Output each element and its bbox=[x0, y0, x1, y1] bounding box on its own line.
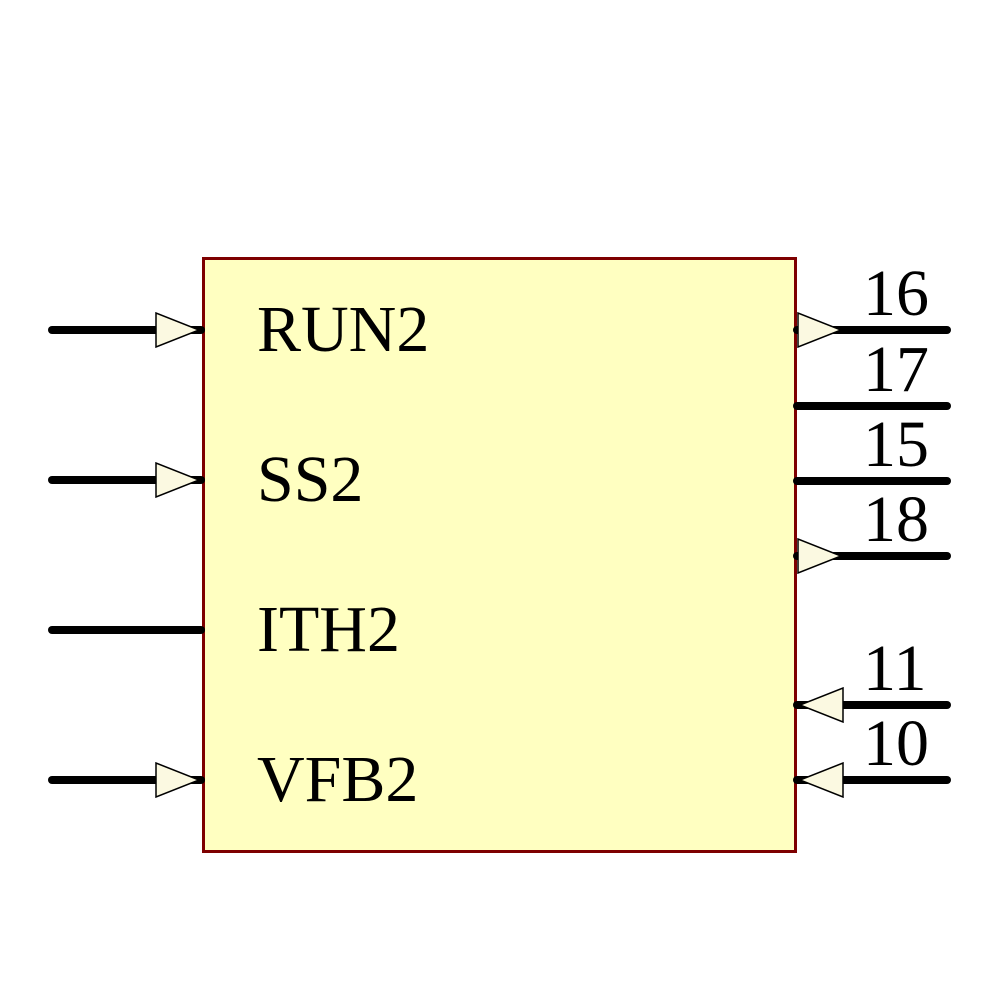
pin-name: SS2 bbox=[257, 443, 364, 516]
pin-name: ITH2 bbox=[257, 593, 400, 666]
symbol-body bbox=[202, 257, 797, 853]
input-arrow-icon bbox=[155, 462, 201, 498]
input-arrow-icon bbox=[798, 687, 844, 723]
pin-line bbox=[48, 776, 205, 784]
pin-line bbox=[48, 476, 205, 484]
output-arrow-icon bbox=[797, 538, 843, 574]
pin-line bbox=[793, 552, 951, 560]
pin-line bbox=[48, 626, 205, 634]
pin-line bbox=[793, 402, 951, 410]
pin-line bbox=[793, 477, 951, 485]
pin-number: 16 bbox=[863, 257, 929, 330]
pin-line bbox=[793, 326, 951, 334]
input-arrow-icon bbox=[798, 762, 844, 798]
pin-number: 15 bbox=[863, 408, 929, 481]
pin-number: 17 bbox=[863, 333, 929, 406]
output-arrow-icon bbox=[797, 312, 843, 348]
pin-number: 18 bbox=[863, 483, 929, 556]
pin-number: 10 bbox=[863, 707, 929, 780]
pin-name: RUN2 bbox=[257, 293, 430, 366]
pin-name: VFB2 bbox=[257, 743, 419, 816]
pin-line bbox=[48, 326, 205, 334]
pin-line bbox=[793, 776, 951, 784]
input-arrow-icon bbox=[155, 762, 201, 798]
pin-number: 11 bbox=[863, 632, 927, 705]
pin-line bbox=[793, 701, 951, 709]
input-arrow-icon bbox=[155, 312, 201, 348]
